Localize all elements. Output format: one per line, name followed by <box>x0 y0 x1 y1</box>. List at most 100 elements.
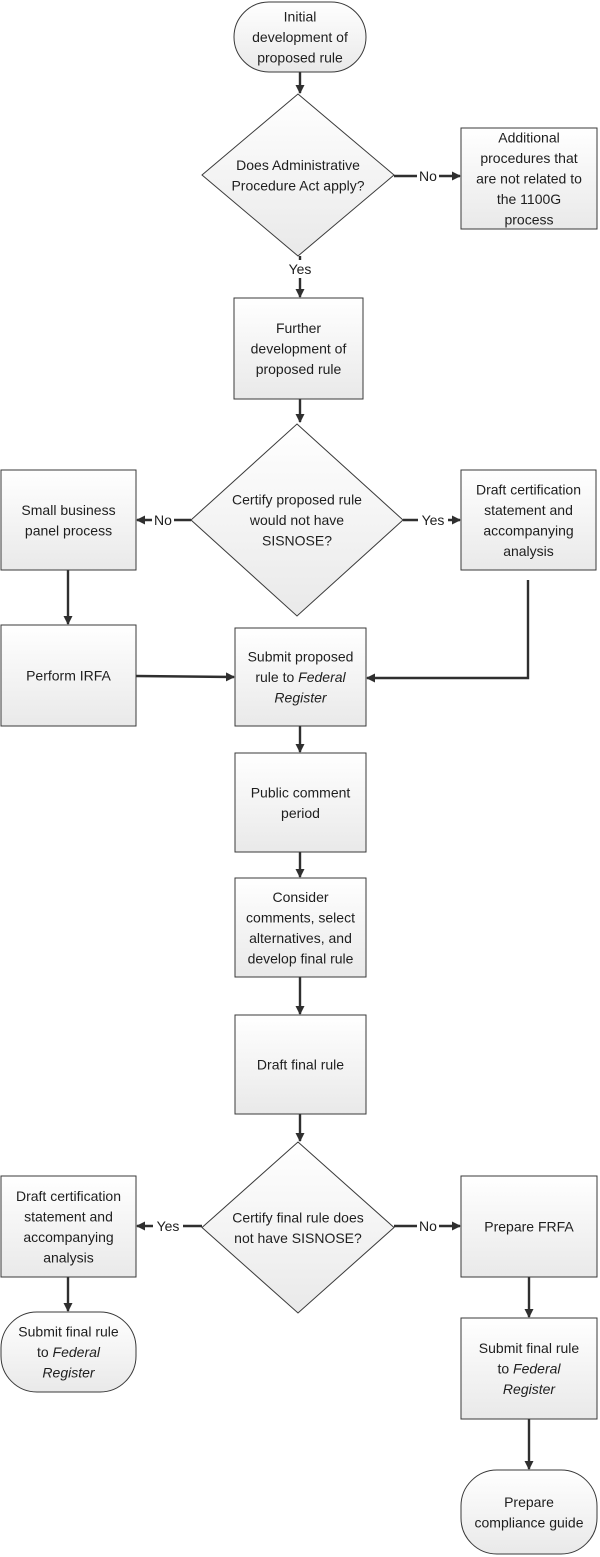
node-label: Public comment period <box>251 784 351 821</box>
node-label-line: to <box>37 1344 53 1360</box>
node-label-line: Public comment <box>251 784 351 800</box>
node-label-line: panel process <box>25 522 112 538</box>
flow-node-n10: Public comment period <box>234 752 367 853</box>
flow-node-n12: Draft final rule <box>234 1014 367 1115</box>
node-label-line: Federal <box>298 669 346 685</box>
process-box <box>234 627 367 727</box>
node-label-line: Prepare FRFA <box>484 1219 574 1235</box>
flow-node-n6: Small business panel process <box>0 469 137 571</box>
flow-node-n3: Additional procedures that are not related… <box>460 127 598 230</box>
node-label-line: Procedure Act apply? <box>231 177 364 193</box>
node-label-line: are not related to <box>476 171 582 187</box>
process-box <box>460 1317 598 1420</box>
process-box <box>0 469 137 571</box>
node-label-line: Further <box>276 320 321 336</box>
node-label-line: not have SISNOSE? <box>234 1230 362 1246</box>
edge-label-background <box>152 511 174 529</box>
node-label-line: Additional <box>498 130 560 146</box>
node-label-line: Federal <box>513 1361 561 1377</box>
node-label-line: Submit final rule <box>18 1324 119 1340</box>
flow-node-n7: Draft certification statement and accompan… <box>460 469 597 571</box>
node-label: Consider comments, select alternatives, an… <box>246 889 355 967</box>
node-label: Small business panel process <box>21 502 115 539</box>
edge-label-no: No <box>419 1218 437 1234</box>
node-label-line: Submit final rule <box>479 1340 580 1356</box>
node-label: Additional procedures that are not related… <box>476 130 582 228</box>
node-label-line: Draft certification <box>476 481 581 497</box>
node-label-line: proposed rule <box>256 361 342 377</box>
node-label-line: accompanying <box>483 522 573 538</box>
process-box <box>0 1175 137 1278</box>
flow-node-n8: Perform IRFA <box>0 624 137 727</box>
node-label-line: compliance guide <box>475 1514 584 1530</box>
edge-label-yes: Yes <box>422 512 445 528</box>
node-label-line: statement and <box>484 502 573 518</box>
process-box <box>234 1014 367 1115</box>
flow-edge-n8-n9 <box>135 672 235 682</box>
node-label-line: rule to <box>255 669 298 685</box>
decision-diamond <box>201 1141 395 1314</box>
node-label-line: alternatives, and <box>249 930 352 946</box>
edge-label-background <box>285 260 315 278</box>
process-box <box>460 469 597 571</box>
terminal-shape <box>460 1469 598 1555</box>
edge-label-no: No <box>154 512 172 528</box>
node-label-line: Certify proposed rule <box>232 492 362 508</box>
node-label-line: comments, select <box>246 909 355 925</box>
node-label-line: process <box>504 212 553 228</box>
node-label: Draft certification statement and accompan… <box>476 481 581 559</box>
node-label-line: Federal <box>53 1344 101 1360</box>
node-label-line: Register <box>503 1381 556 1397</box>
node-label-line: Register <box>274 690 327 706</box>
node-label: Draft certification statement and accompan… <box>16 1188 121 1266</box>
flow-node-n14: Draft certification statement and accompan… <box>0 1175 137 1278</box>
node-label: Prepare FRFA <box>484 1219 574 1235</box>
edge-label-yes: Yes <box>289 261 312 277</box>
process-box <box>234 877 367 978</box>
node-label-line: Small business <box>21 502 115 518</box>
edge-label-no: No <box>419 168 437 184</box>
node-label: Further development of proposed rule <box>251 320 347 377</box>
node-label-line: Initial <box>284 9 317 25</box>
node-label-line: Register <box>42 1365 95 1381</box>
node-label-line: Draft final rule <box>257 1057 344 1073</box>
node-label-line: Does Administrative <box>236 157 360 173</box>
edge-label-background <box>418 511 448 529</box>
process-box <box>234 752 367 853</box>
flow-node-n4: Further development of proposed rule <box>233 297 364 400</box>
node-label-line: Draft certification <box>16 1188 121 1204</box>
node-label-line: analysis <box>43 1249 94 1265</box>
node-label-line: Consider <box>272 889 328 905</box>
process-box <box>233 297 364 400</box>
node-label-line: accompanying <box>23 1229 113 1245</box>
terminal-shape <box>233 1 367 73</box>
node-label-line: the 1100G <box>497 191 561 207</box>
edge-label-background <box>153 1217 183 1235</box>
node-label: Perform IRFA <box>26 668 111 684</box>
node-label: Draft final rule <box>257 1057 344 1073</box>
node-label-line: to <box>497 1361 513 1377</box>
node-label-line: analysis <box>503 543 554 559</box>
node-label-line: procedures that <box>480 150 577 166</box>
node-label-line: proposed rule <box>257 50 343 66</box>
node-label-line: period <box>281 805 320 821</box>
decision-diamond <box>201 93 395 257</box>
node-label-line: Perform IRFA <box>26 668 111 684</box>
process-box <box>460 127 598 230</box>
node-label-line: statement and <box>24 1208 113 1224</box>
node-label-line: development of <box>251 341 347 357</box>
process-box <box>460 1175 598 1278</box>
